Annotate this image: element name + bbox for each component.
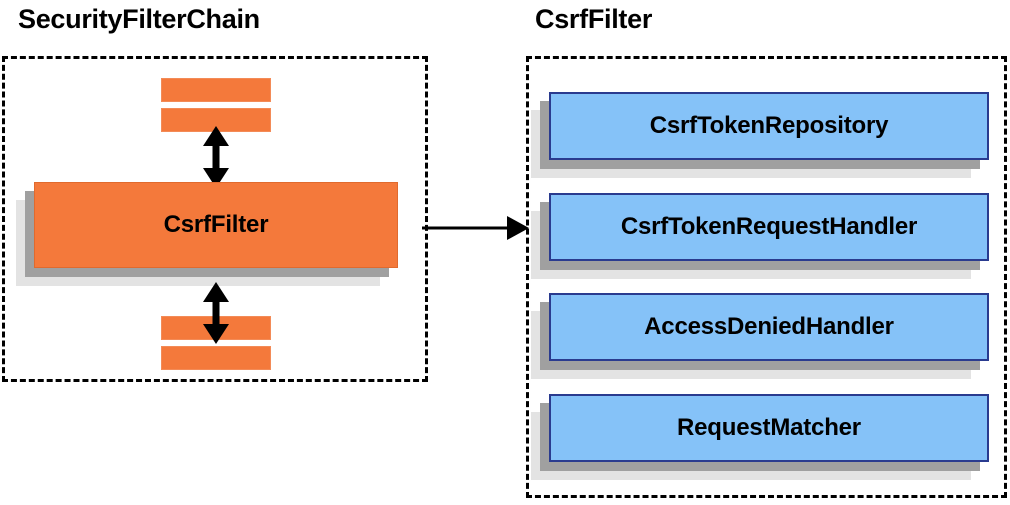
page-title-csrffilter: CsrfFilter <box>535 4 653 34</box>
csrffilter-box-label: CsrfFilter <box>163 211 269 238</box>
collaborator-box-front: CsrfTokenRequestHandler <box>549 193 989 261</box>
collaborator-box-front: AccessDeniedHandler <box>549 293 989 361</box>
collaborator-box-front: CsrfTokenRepository <box>549 92 989 160</box>
collaborator-box-csrftokenrequesthandler[interactable]: CsrfTokenRequestHandler <box>531 193 989 279</box>
arrow-up-down-above-csrffilter <box>203 126 229 188</box>
csrffilter-box[interactable]: CsrfFilter <box>16 182 398 286</box>
csrffilter-expansion-arrow <box>422 216 529 240</box>
collaborator-label: CsrfTokenRepository <box>649 112 889 139</box>
page-title-securityfilterchain: SecurityFilterChain <box>18 4 260 34</box>
filter-bar-below-2 <box>161 346 271 370</box>
collaborator-box-front: RequestMatcher <box>549 394 989 462</box>
collaborator-box-accessdeniedhandler[interactable]: AccessDeniedHandler <box>531 293 989 379</box>
csrffilter-box-front: CsrfFilter <box>34 182 398 268</box>
csrffilter-detail-panel <box>526 56 1007 498</box>
collaborator-box-requestmatcher[interactable]: RequestMatcher <box>531 394 989 480</box>
collaborator-label: CsrfTokenRequestHandler <box>620 213 918 240</box>
arrow-up-down-below-csrffilter <box>203 282 229 344</box>
collaborator-box-csrftokenrepository[interactable]: CsrfTokenRepository <box>531 92 989 178</box>
filter-bar-above-1 <box>161 78 271 102</box>
collaborator-label: AccessDeniedHandler <box>644 313 894 340</box>
securityfilterchain-panel <box>2 56 428 382</box>
collaborator-label: RequestMatcher <box>677 414 861 441</box>
